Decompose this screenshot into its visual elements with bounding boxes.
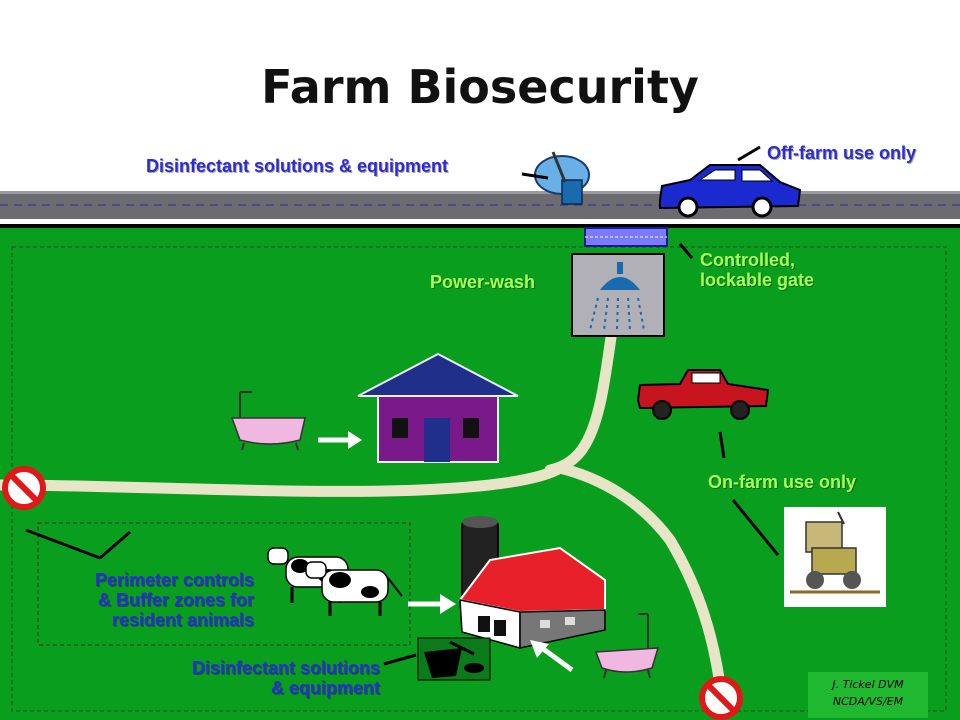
power-wash-label: Power-wash	[430, 272, 536, 292]
perimeter-label-line2: & Buffer zones for	[97, 590, 254, 610]
road	[0, 191, 960, 219]
pickup-truck-icon	[636, 369, 770, 420]
on-farm-label: On-farm use only	[708, 472, 857, 492]
gate-icon	[584, 227, 668, 247]
no-entry-icon	[699, 676, 743, 720]
farm-lanes	[0, 324, 728, 706]
no-entry-icon	[2, 466, 46, 510]
disinfectant-bottom-line1: Disinfectant solutions	[191, 658, 380, 678]
gate-label-line2: lockable gate	[700, 270, 815, 290]
arrow-icon	[678, 243, 694, 259]
perimeter-label-line1: Perimeter controls	[94, 570, 254, 590]
cow-icon	[305, 561, 403, 616]
disinfectant-bottom-label: Disinfectant solutions & equipment	[140, 658, 380, 698]
arrow-icon	[530, 640, 574, 673]
disinfectant-bucket-icon	[417, 637, 491, 681]
arrow-icon	[737, 145, 761, 162]
disinfectant-bottom-line2: & equipment	[270, 678, 380, 698]
bathtub-icon	[594, 613, 660, 679]
off-farm-label: Off-farm use only	[767, 143, 917, 163]
car-icon	[659, 164, 802, 218]
credit-line2: NCDA/VS/EM	[832, 695, 904, 708]
arrow-icon	[408, 594, 456, 614]
barn-icon	[458, 516, 606, 649]
disinfectant-top-label: Disinfectant solutions & equipment	[146, 156, 449, 176]
arrow-icon	[718, 431, 726, 459]
arrow-icon	[318, 431, 362, 449]
house-icon	[357, 352, 519, 463]
gate-label: Controlled, lockable gate	[700, 250, 814, 290]
arrow-icon	[25, 528, 131, 560]
perimeter-label: Perimeter controls & Buffer zones for re…	[40, 570, 254, 630]
gate-label-line1: Controlled,	[700, 250, 795, 270]
tractor-icon	[784, 507, 886, 607]
bathtub-icon	[230, 391, 306, 451]
buffer-zone	[37, 522, 411, 646]
page-title: Farm Biosecurity	[261, 60, 699, 114]
arrow-icon	[521, 172, 549, 180]
arrow-icon	[383, 653, 417, 666]
credit-line1: J. Tickel DVM	[832, 678, 904, 691]
perimeter-label-line3: resident animals	[111, 610, 254, 630]
shower-icon	[571, 253, 665, 337]
arrow-icon	[731, 499, 780, 556]
credit-box: J. Tickel DVM NCDA/VS/EM	[808, 672, 928, 718]
